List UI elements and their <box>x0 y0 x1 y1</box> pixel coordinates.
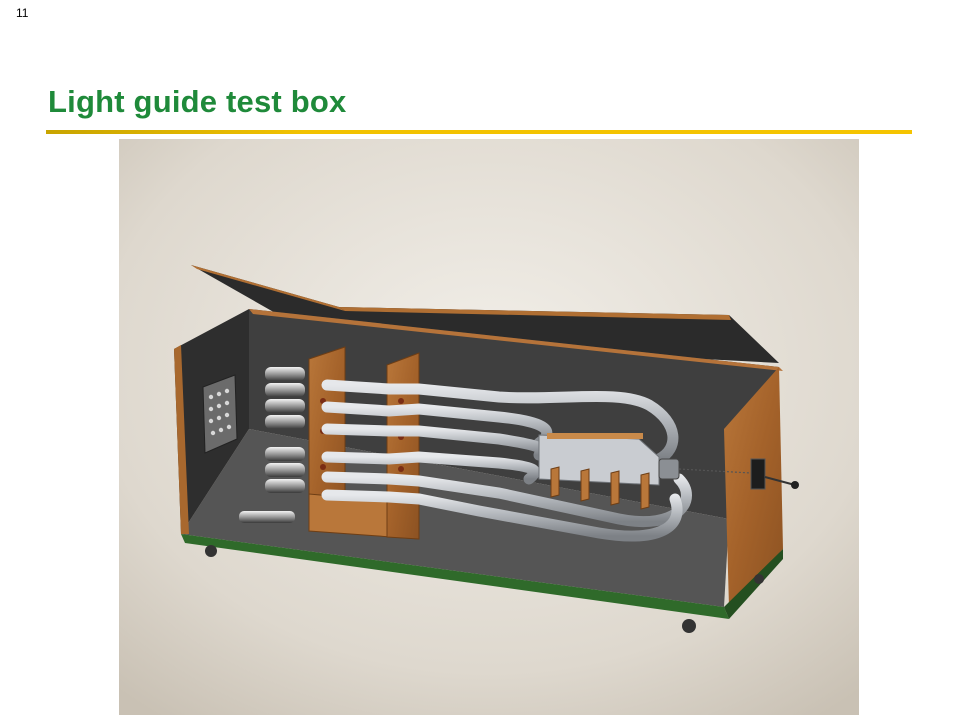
rear-support-board <box>386 352 420 540</box>
fiber-line <box>678 468 752 474</box>
test-box-illustration <box>119 139 859 715</box>
lid-edge-top <box>339 307 731 320</box>
base-front <box>181 534 729 619</box>
wheel <box>754 574 764 584</box>
feedthrough-rod <box>764 476 796 486</box>
end-connector <box>658 458 680 480</box>
test-box-rendering <box>119 139 859 715</box>
title-underline <box>46 130 912 134</box>
right-wall-port <box>750 458 766 490</box>
housing-rail <box>547 433 643 439</box>
left-wall-edge <box>174 345 189 534</box>
lid-edge <box>191 265 345 311</box>
slide-title: Light guide test box <box>48 84 347 119</box>
patch-panel-connectors <box>208 388 232 436</box>
slide-number: 11 <box>16 6 29 20</box>
wheel <box>205 545 217 557</box>
housing-supports <box>550 466 650 510</box>
base-side <box>724 549 783 619</box>
photomultiplier-tubes <box>265 367 305 493</box>
top-rim <box>249 309 783 371</box>
feedthrough-knob <box>791 481 799 489</box>
wheel <box>682 619 696 633</box>
spare-photomultiplier <box>239 511 295 523</box>
patch-panel <box>202 374 238 454</box>
